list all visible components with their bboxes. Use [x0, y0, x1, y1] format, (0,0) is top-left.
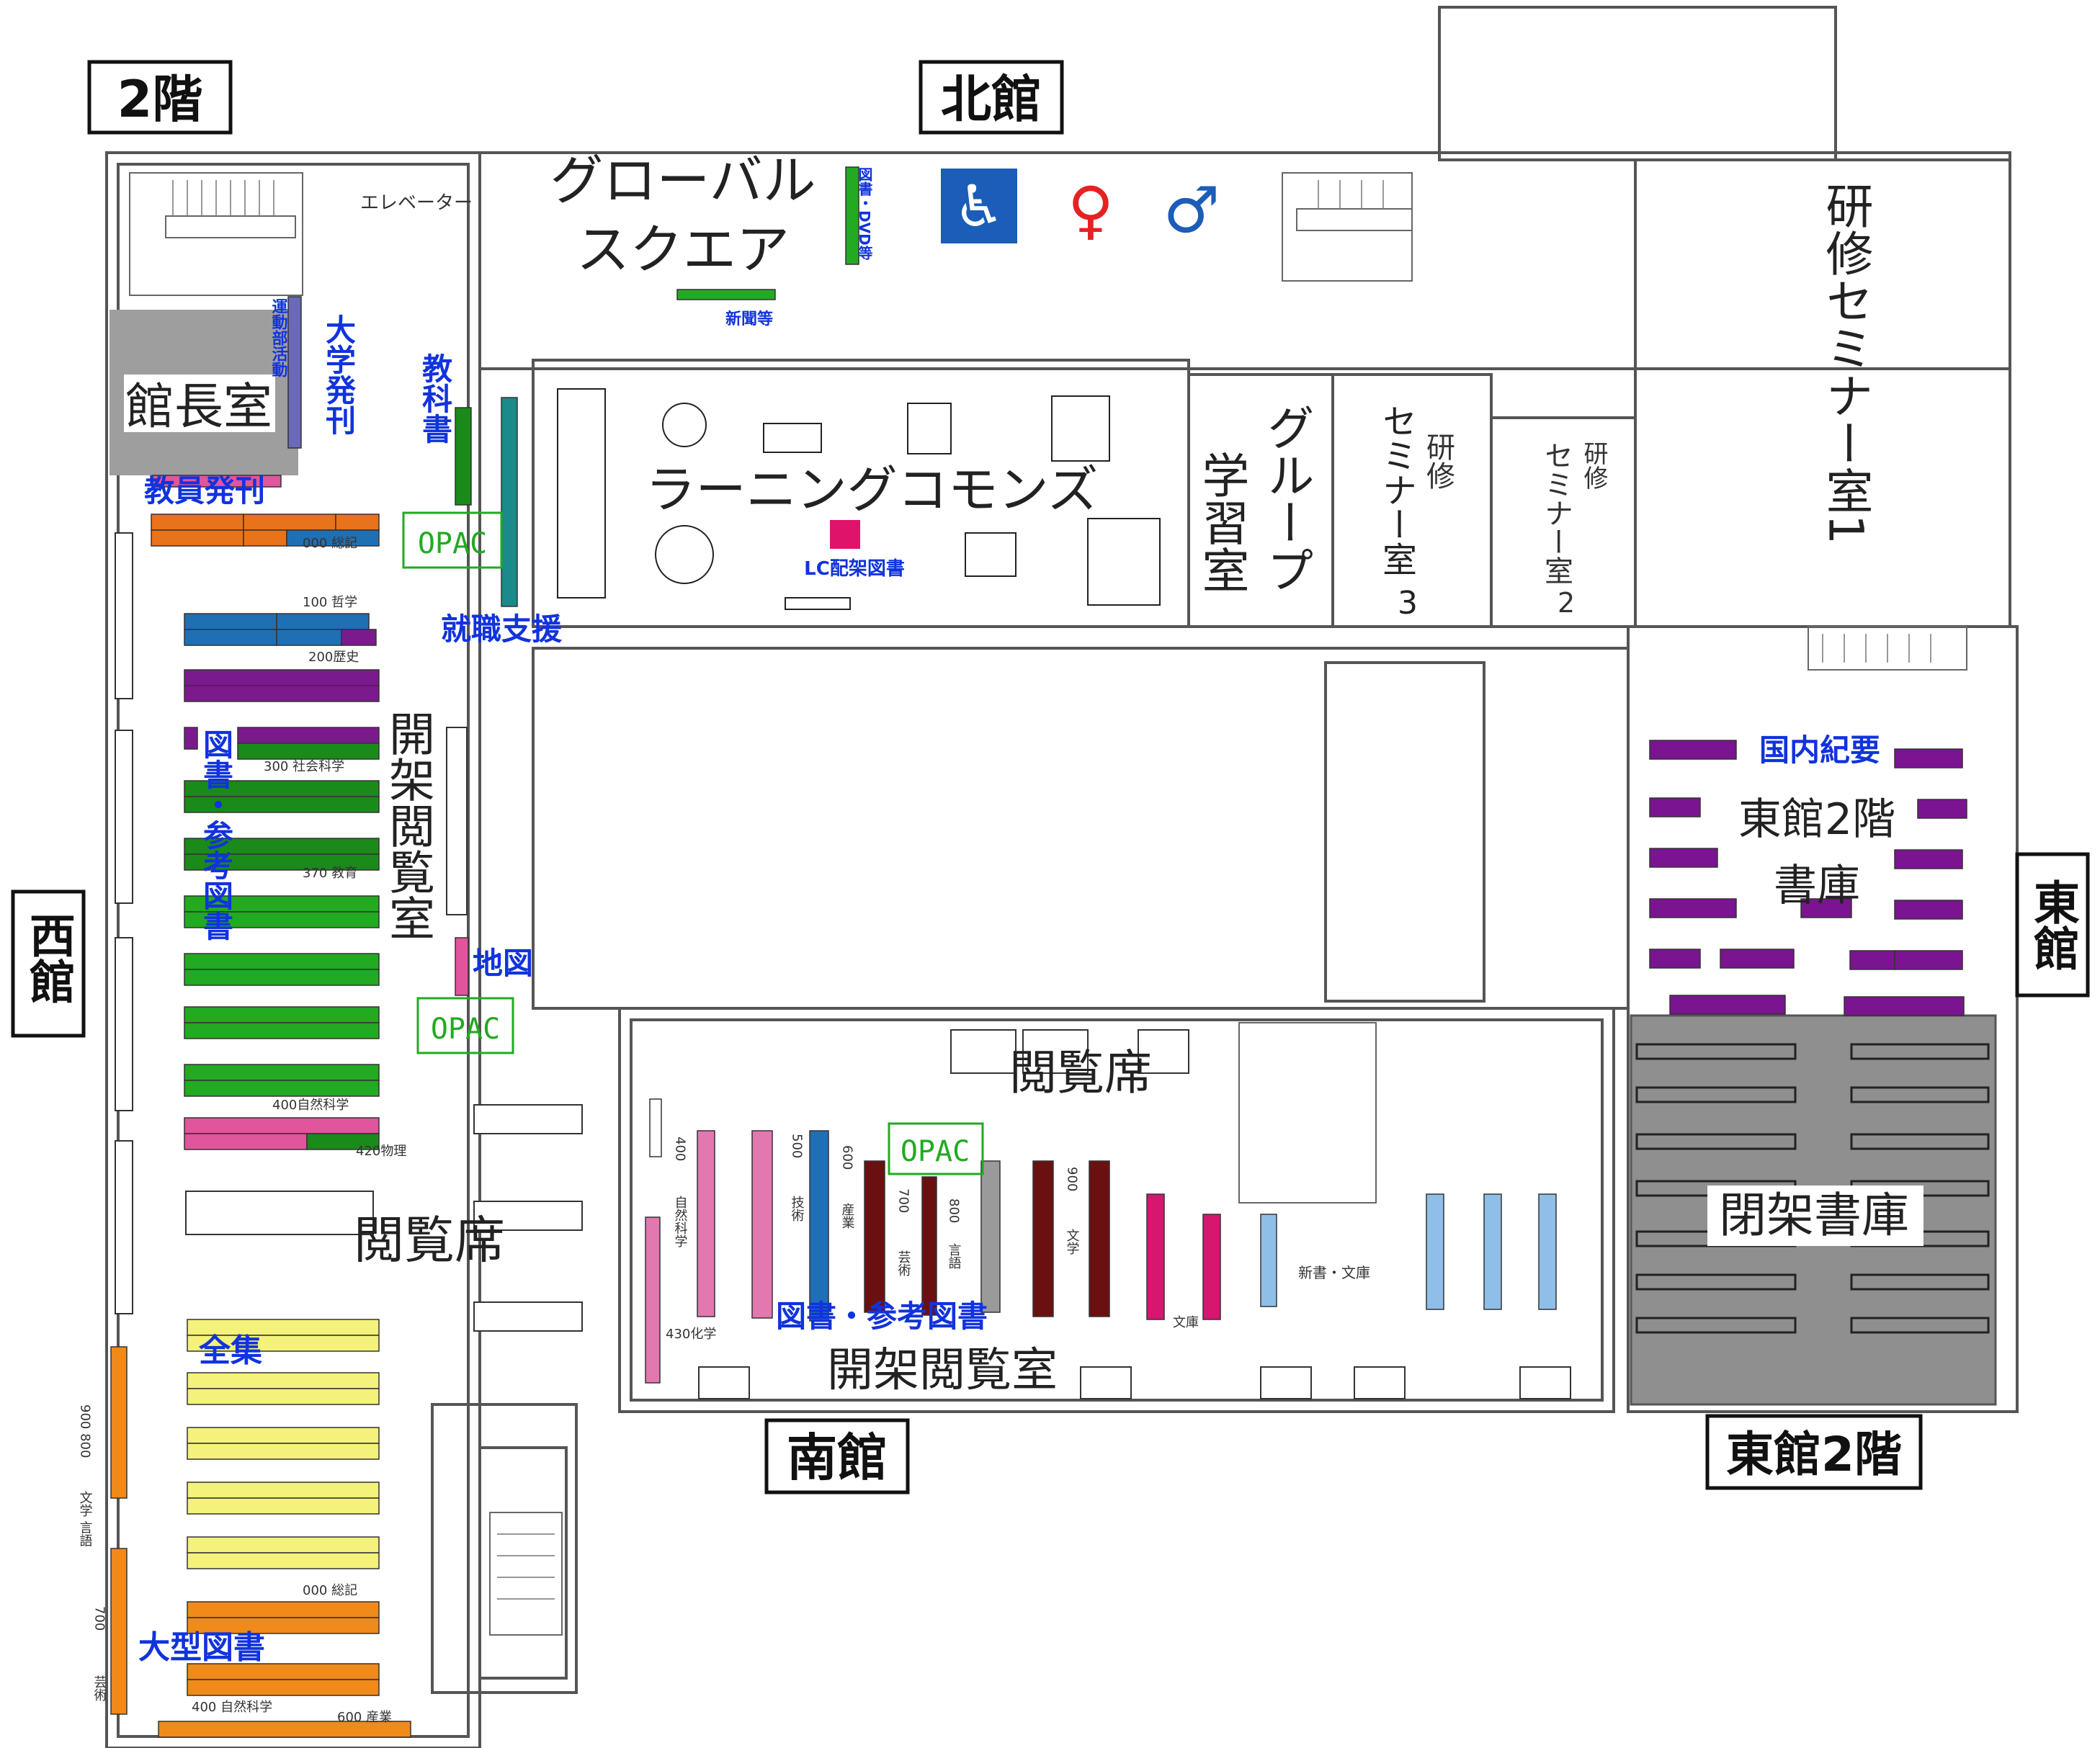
seminar2-label-a: 研修 — [1579, 441, 1608, 490]
shelf-label-700: 700 — [92, 1606, 107, 1631]
svg-text:♿: ♿ — [953, 173, 1005, 240]
books-dvd-label: 図書・DVD等 — [856, 167, 873, 260]
building-east-floor-label: 東館2階 — [1726, 1427, 1902, 1482]
restroom-women-icon: ♀ — [1068, 173, 1114, 247]
east-stack-label-2: 書庫 — [1774, 861, 1860, 911]
shelf-label-800: 800 — [947, 1198, 962, 1223]
accessible-icon — [941, 169, 1017, 243]
stairs — [129, 172, 1967, 1636]
complete-works-label: 全集 — [198, 1332, 262, 1369]
shelf-label-lit-lang: 文学 言語 — [78, 1491, 93, 1547]
shelf-label-art: 芸術 — [92, 1675, 107, 1701]
building-north-label: 北館 — [941, 70, 1042, 129]
building-south-label: 南館 — [787, 1428, 888, 1487]
shelf-label-tech: 技術 — [790, 1196, 805, 1222]
seminar2-label-b: セミナー室 — [1540, 441, 1573, 585]
shelf-label-nat-sci: 自然科学 — [673, 1196, 688, 1247]
shelf-labels: 000 総記 100 哲学 200歴史 300 社会科学 370 教育 400自… — [78, 536, 1371, 1725]
club-activities-label: 運動部活動 — [269, 298, 288, 378]
shelf-label-100: 100 哲学 — [303, 595, 357, 610]
shelf-label-370: 370 教育 — [303, 866, 357, 881]
opac-boxes — [402, 511, 984, 1175]
elevator-label: エレベーター — [360, 192, 473, 214]
learning-commons-label: ラーニングコモンズ — [645, 460, 1099, 519]
shelf-label-900-800: 900 800 — [78, 1404, 93, 1458]
restroom-men-icon: ♂ — [1163, 173, 1220, 247]
seminar3-label-b: セミナー室 — [1376, 403, 1416, 576]
shelf-label-bunko: 文庫 — [1173, 1315, 1199, 1330]
building-tag-boxes — [11, 60, 2090, 1494]
seminar3-label-a: 研修 — [1421, 432, 1455, 490]
shelf-label-lit: 文学 — [1065, 1229, 1080, 1255]
shelf-label-430: 430化学 — [666, 1327, 716, 1342]
books-reference-west-label: 図書・参考図書 — [199, 729, 234, 941]
director-room-label: 館長室 — [125, 379, 272, 436]
reading-seats-label-1: 閲覧席 — [1009, 1045, 1152, 1101]
opac-label-2[interactable]: OPAC — [431, 1013, 500, 1046]
textbooks-label: 教科書 — [418, 353, 453, 444]
shelf-label-200: 200歴史 — [308, 650, 359, 665]
shelf-label-600b: 600 産業 — [337, 1710, 392, 1725]
shelf-label-shinsho: 新書・文庫 — [1298, 1264, 1370, 1281]
lc-shelf-marker — [830, 520, 860, 549]
shelf-label-500: 500 — [790, 1134, 805, 1158]
seminar1-label: 研修セミナー室1 — [1818, 181, 1874, 544]
opac-label-3[interactable]: OPAC — [901, 1135, 970, 1168]
building-west-label: 西館 — [22, 912, 76, 1004]
open-stack-south-label: 開架閲覧室 — [827, 1344, 1058, 1397]
lc-books-label: LC配架図書 — [804, 558, 905, 580]
shelf-label-lang: 言語 — [947, 1243, 962, 1269]
opac-label-1[interactable]: OPAC — [418, 527, 487, 560]
shelf-label-400: 400自然科学 — [272, 1098, 349, 1113]
shelf-label-industry: 産業 — [840, 1203, 855, 1229]
reading-tables — [185, 1029, 1571, 1399]
univ-publications-label: 大学発刊 — [321, 314, 357, 435]
floor-label: 2階 — [117, 70, 203, 129]
east-shelves — [1649, 740, 1967, 1016]
seminar3-label-c: 3 — [1398, 585, 1418, 622]
shelf-label-400b: 400 自然科学 — [192, 1700, 272, 1715]
shelf-label-400c: 400 — [673, 1137, 688, 1161]
job-support-label: 就職支援 — [441, 611, 563, 647]
domestic-bulletins-label: 国内紀要 — [1759, 732, 1880, 768]
books-reference-south-label: 図書・参考図書 — [776, 1299, 988, 1334]
open-stack-west-label: 開架閲覧室 — [381, 710, 434, 941]
global-square-label-1: グローバル — [550, 150, 816, 212]
shelf-label-000: 000 総記 — [303, 536, 357, 551]
map-label: 地図 — [473, 946, 533, 981]
closed-stack-label: 閉架書庫 — [1719, 1188, 1909, 1243]
faculty-publications-label: 教員発刊 — [144, 473, 265, 508]
newspapers-label: 新聞等 — [725, 310, 773, 328]
shelf-label-600: 600 — [840, 1145, 855, 1170]
stair-treads — [172, 180, 1931, 1600]
west-carrels — [115, 532, 468, 1314]
shelf-label-000b: 000 総記 — [303, 1583, 357, 1598]
global-square-label-2: スクエア — [576, 219, 790, 281]
shelf-label-420: 420物理 — [356, 1144, 406, 1159]
group-study-label-2: 学習室 — [1194, 451, 1250, 593]
south-shelves — [645, 1098, 1557, 1384]
building-east-label: 東館 — [2026, 879, 2080, 971]
west-shelves — [110, 296, 518, 1738]
reading-seats-label-2: 閲覧席 — [354, 1211, 505, 1270]
group-study-label-1: グループ — [1259, 403, 1315, 593]
north-shelves — [676, 166, 859, 300]
large-books-label: 大型図書 — [138, 1629, 265, 1666]
east-stack-label-1: 東館2階 — [1738, 794, 1895, 845]
seminar2-label-c: 2 — [1558, 587, 1575, 619]
shelf-label-art2: 芸術 — [896, 1250, 911, 1276]
closed-stack-shelves — [1635, 1043, 1990, 1334]
shelf-label-900: 900 — [1065, 1167, 1080, 1191]
shelf-label-300: 300 社会科学 — [264, 759, 344, 774]
shelf-label-700b: 700 — [896, 1188, 911, 1213]
learning-commons-furniture — [557, 388, 1161, 610]
